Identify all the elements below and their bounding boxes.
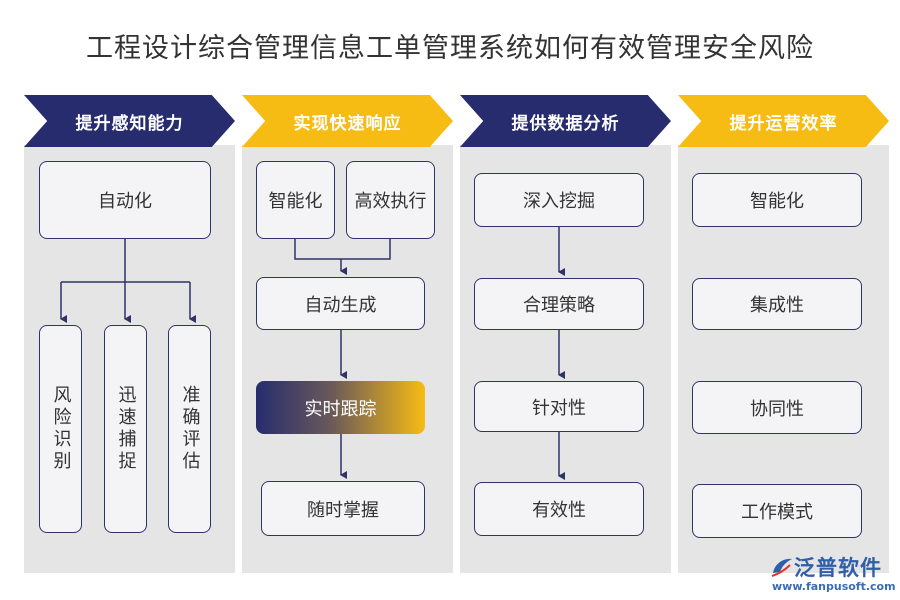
node-grasp-anytime: 随时掌握 [261,481,425,536]
node-intelligent: 智能化 [256,161,335,239]
column-4-header: 提升运营效率 [678,95,889,147]
fanpu-logo-icon [771,558,792,577]
logo-name: 泛普软件 [794,556,882,580]
node-work-mode: 工作模式 [692,484,862,538]
node-rapid-capture: 迅速捕捉 [104,325,147,533]
column-2-header: 实现快速响应 [242,95,453,147]
page-title: 工程设计综合管理信息工单管理系统如何有效管理安全风险 [86,33,814,64]
node-accurate-assessment: 准确评估 [168,325,211,533]
node-intelligence: 智能化 [692,173,862,227]
column-1-header: 提升感知能力 [24,95,235,147]
node-effectiveness: 有效性 [474,482,644,536]
column-3-header: 提供数据分析 [460,95,671,147]
node-efficient-execution: 高效执行 [346,161,435,239]
node-auto-generate: 自动生成 [256,277,425,330]
node-realtime-tracking: 实时跟踪 [256,381,425,434]
node-risk-identification: 风险识别 [39,325,82,533]
node-targeted: 针对性 [474,381,644,432]
node-collaboration: 协同性 [692,381,862,434]
node-integration: 集成性 [692,278,862,330]
logo-url: www.fanpusoft.com [772,580,896,593]
node-deep-mining: 深入挖掘 [474,173,644,227]
node-reasonable-strategy: 合理策略 [474,278,644,330]
node-automation: 自动化 [39,161,211,239]
brand-logo: 泛普软件 www.fanpusoft.com [762,552,896,596]
